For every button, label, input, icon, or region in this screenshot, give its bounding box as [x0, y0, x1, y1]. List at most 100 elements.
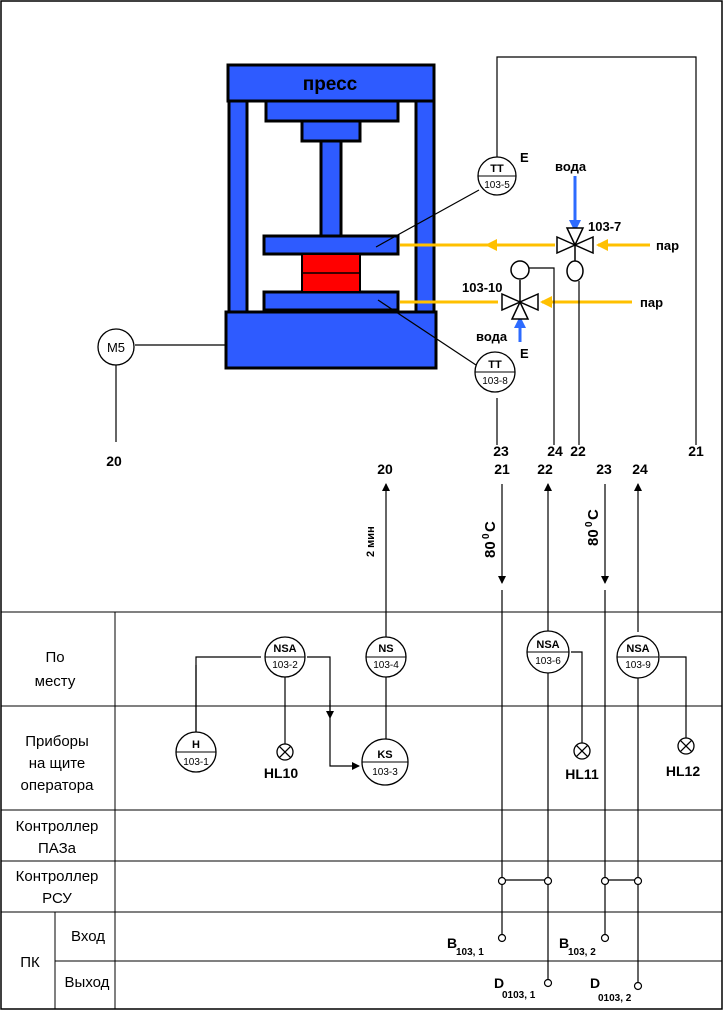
tt-103-5-code: TT — [490, 163, 504, 175]
signal-table-grid — [1, 611, 722, 1009]
line-number-20-col: 20 — [377, 461, 393, 477]
temp-annotation-1: 80 0 C — [481, 521, 499, 558]
tt-103-8-tag: 103-8 — [482, 376, 508, 387]
press-ram-head — [300, 119, 362, 143]
line-number-21-tt: 21 — [688, 443, 704, 459]
signal-b2: B — [559, 935, 569, 951]
lamp-hl12-label: HL12 — [666, 763, 700, 779]
h-103-1-instrument: H 103-1 — [175, 731, 217, 773]
svg-text:C: C — [482, 521, 499, 532]
signal-d2: D — [590, 975, 600, 991]
nsa-103-9-code: NSA — [626, 643, 649, 655]
svg-text:C: C — [585, 509, 602, 520]
lamp-hl11-label: HL11 — [565, 766, 599, 782]
nsa-103-6-code: NSA — [536, 639, 559, 651]
ns-103-4-tag: 103-4 — [373, 660, 399, 671]
press-ram-rod — [319, 139, 343, 238]
row-rsu-line1: Контроллер — [16, 868, 99, 885]
pk-signal-labels: B 103, 1 B 103, 2 D 0103, 1 D 0103, 2 — [447, 935, 632, 1004]
motor-label: M5 — [107, 340, 125, 355]
row-paz-line2: ПАЗа — [38, 840, 77, 857]
row-input: Вход — [71, 928, 105, 945]
press-right-column — [414, 99, 436, 315]
svg-text:80: 80 — [482, 541, 499, 558]
nsa-103-2-tag: 103-2 — [272, 660, 298, 671]
nsa-103-9-tag: 103-9 — [625, 660, 651, 671]
signal-b1: B — [447, 935, 457, 951]
nsa-103-6-instrument: NSA 103-6 — [526, 630, 570, 674]
valve-103-10-tag: 103-10 — [462, 280, 502, 295]
row-labels: По месту Приборы на щите оператора Контр… — [16, 649, 110, 991]
line-number-22-valve: 22 — [570, 443, 586, 459]
junction-points — [497, 876, 643, 991]
time-annotation: 2 мин — [365, 526, 377, 557]
nsa-103-9-instrument: NSA 103-9 — [616, 635, 660, 679]
line-number-24-col: 24 — [632, 461, 648, 477]
h-103-1-tag: 103-1 — [183, 757, 209, 768]
row-pk: ПК — [20, 954, 40, 971]
press-base — [224, 310, 438, 370]
tt-103-8-letter: E — [520, 346, 529, 361]
lamp-hl10-label: HL10 — [264, 765, 298, 781]
signal-columns — [382, 483, 642, 640]
steam-lines — [400, 239, 650, 308]
svg-text:0: 0 — [584, 521, 595, 527]
ns-103-4-code: NS — [378, 643, 393, 655]
signal-d1: D — [494, 975, 504, 991]
three-way-valve-103-7 — [556, 227, 594, 282]
svg-text:80: 80 — [585, 529, 602, 546]
signal-b1-sub: 103, 1 — [456, 947, 484, 958]
nsa-103-6-tag: 103-6 — [535, 656, 561, 667]
valve-103-7-tag: 103-7 — [588, 219, 621, 234]
tt-103-8-code: TT — [488, 359, 502, 371]
lamp-hl12 — [677, 737, 695, 755]
row-paz-line1: Контроллер — [16, 818, 99, 835]
row-panel-line2: на щите — [29, 755, 86, 772]
row-panel-line3: оператора — [21, 777, 95, 794]
nsa-103-2-code: NSA — [273, 643, 296, 655]
press-machine — [224, 63, 438, 370]
motor-m5: M5 — [97, 328, 135, 366]
row-local-line2: месту — [35, 673, 76, 690]
lamp-hl11 — [573, 742, 591, 760]
press-title: пресс — [303, 74, 358, 95]
press-lower-plate — [262, 290, 400, 312]
tt-103-8-instrument: TT 103-8 — [474, 351, 516, 393]
water-label-top: вода — [555, 159, 587, 174]
line-number-22-col: 22 — [537, 461, 553, 477]
line-number-23-col: 23 — [596, 461, 612, 477]
ns-103-4-instrument: NS 103-4 — [365, 636, 407, 678]
row-local-line1: По — [45, 649, 64, 666]
line-number-23-tt: 23 — [493, 443, 509, 459]
tt-103-5-instrument: TT 103-5 — [477, 156, 517, 196]
lamp-hl10 — [276, 743, 294, 761]
ks-103-3-tag: 103-3 — [372, 767, 398, 778]
tt-103-5-tag: 103-5 — [484, 180, 510, 191]
temp-annotation-2: 80 0 C — [584, 509, 602, 546]
line-numbers-top: 20 23 24 22 21 20 21 22 23 24 — [106, 443, 704, 477]
press-upper-platen — [264, 99, 400, 123]
line-number-20-motor: 20 — [106, 453, 122, 469]
row-output: Выход — [65, 974, 110, 991]
signal-lines-top — [115, 56, 697, 445]
line-number-24-valve: 24 — [547, 443, 563, 459]
nsa-103-2-instrument: NSA 103-2 — [264, 636, 306, 678]
h-103-1-code: H — [192, 739, 200, 751]
steam-label-top: пар — [656, 238, 679, 253]
line-number-21-col: 21 — [494, 461, 510, 477]
signal-d1-sub: 0103, 1 — [502, 990, 536, 1001]
ks-103-3-instrument: KS 103-3 — [361, 738, 409, 786]
press-left-column — [227, 99, 249, 315]
row-panel-line1: Приборы — [25, 733, 89, 750]
row-rsu-line2: РСУ — [42, 890, 72, 907]
signal-b2-sub: 103, 2 — [568, 947, 596, 958]
water-label-bottom: вода — [476, 329, 508, 344]
svg-text:0: 0 — [481, 533, 492, 539]
tt-103-5-letter: E — [520, 150, 529, 165]
table-wiring — [192, 590, 687, 983]
three-way-valve-103-10 — [501, 260, 539, 320]
signal-d2-sub: 0103, 2 — [598, 993, 632, 1004]
ks-103-3-code: KS — [377, 749, 392, 761]
